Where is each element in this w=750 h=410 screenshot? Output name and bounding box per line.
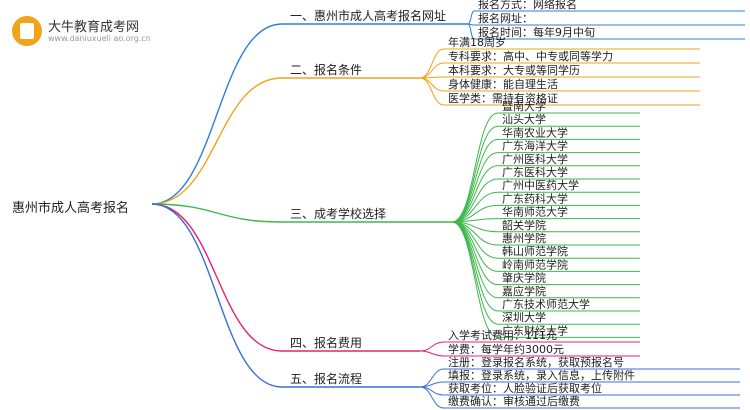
branch-link-4	[151, 203, 283, 352]
leaf-link-3-13	[451, 221, 499, 272]
leaf-label-3-18: 广东财经大学	[502, 323, 568, 337]
leaf-label-3-17: 深圳大学	[502, 310, 546, 324]
leaf-link-2-2	[419, 62, 445, 79]
leaf-label-3-9: 华南师范大学	[502, 205, 568, 219]
leaf-label-3-13: 岭南师范学院	[502, 257, 568, 271]
root-node: 惠州市成人高考报名	[12, 201, 130, 216]
branch-link-3	[151, 203, 283, 223]
leaf-label-3-15: 嘉应学院	[502, 284, 546, 298]
leaf-link-3-16	[451, 221, 499, 312]
leaf-link-3-1	[451, 112, 499, 223]
branch-label-3: 三、成考学校选择	[290, 206, 386, 221]
leaf-link-2-1	[419, 48, 445, 79]
branch-link-2	[151, 77, 283, 205]
leaf-link-1-1	[467, 10, 475, 25]
leaf-link-3-6	[451, 178, 499, 223]
leaf-label-2-3: 本科要求：大专或等同学历	[448, 63, 580, 77]
branch-label-5: 五、报名流程	[290, 371, 362, 386]
leaf-label-3-7: 广州中医药大学	[502, 178, 579, 192]
mindmap-nodes: 一、惠州市成人高考报名网址 报名方式：网络报名报名网址：报名时间：每年9月中旬二、…	[290, 0, 635, 408]
leaf-link-3-4	[451, 152, 499, 223]
leaf-label-3-3: 华南农业大学	[502, 125, 568, 139]
leaf-label-3-5: 广州医科大学	[502, 152, 568, 166]
branch-label-1: 一、惠州市成人高考报名网址	[290, 8, 446, 23]
leaf-label-3-14: 肇庆学院	[502, 271, 546, 285]
leaf-link-4-1	[419, 341, 445, 352]
leaf-label-3-8: 广东药科大学	[502, 191, 568, 205]
leaf-link-2-4	[419, 77, 445, 92]
leaf-label-3-4: 广东海洋大学	[502, 139, 568, 153]
leaf-label-3-6: 广东医科大学	[502, 165, 568, 179]
leaf-label-3-11: 惠州学院	[502, 231, 546, 245]
leaf-label-2-2: 专科要求：高中、中专或同等学力	[448, 49, 613, 63]
leaf-link-3-2	[451, 125, 499, 223]
leaf-link-5-4	[419, 386, 445, 409]
leaf-label-5-2: 填报：登录系统，录入信息，上传附件	[448, 368, 635, 382]
leaf-label-2-5: 医学类：需持有资格证	[448, 91, 558, 105]
leaf-link-3-17	[451, 221, 499, 325]
leaf-label-3-2: 汕头大学	[502, 112, 546, 126]
site-logo: 大牛教育成考网 www.daniuxueli ao.org.cn	[8, 12, 151, 50]
leaf-label-3-16: 广东技术师范大学	[502, 297, 590, 311]
leaf-label-3-10: 韶关学院	[502, 218, 546, 232]
leaf-label-5-1: 注册：登录报名系统，获取预报名号	[448, 355, 624, 369]
leaf-link-3-5	[451, 165, 499, 223]
leaf-label-3-12: 韩山师范学院	[502, 244, 568, 258]
branch-label-2: 二、报名条件	[290, 62, 362, 77]
leaf-link-2-5	[419, 77, 445, 106]
branch-label-4: 四、报名费用	[290, 335, 362, 350]
leaf-link-1-3	[467, 23, 475, 40]
leaf-label-3-1: 暨南大学	[502, 99, 546, 113]
logo-url: www.daniuxueli ao.org.cn	[48, 34, 151, 43]
logo-icon	[12, 16, 42, 46]
leaf-label-4-2: 学费：每学年约3000元	[448, 342, 564, 356]
logo-title: 大牛教育成考网	[48, 20, 140, 35]
leaf-label-4-1: 入学考试费用：111元	[448, 328, 557, 342]
leaf-label-5-3: 获取考位：人脸验证后获取考位	[448, 381, 602, 395]
leaf-label-5-4: 缴费确认：审核通过后缴费	[448, 394, 580, 408]
mindmap-links	[151, 10, 745, 409]
leaf-link-3-18	[451, 221, 499, 338]
leaf-label-2-1: 年满18周岁	[448, 35, 506, 49]
leaf-link-4-2	[419, 350, 445, 357]
leaf-label-1-3: 报名时间：每年9月中旬	[478, 25, 595, 39]
leaf-link-3-3	[451, 138, 499, 223]
branch-link-1	[151, 23, 283, 205]
leaf-label-1-2: 报名网址：	[478, 11, 533, 25]
branch-link-5	[151, 203, 283, 388]
leaf-label-2-4: 身体健康：能自理生活	[448, 77, 558, 91]
leaf-label-1-1: 报名方式：网络报名	[478, 0, 577, 11]
